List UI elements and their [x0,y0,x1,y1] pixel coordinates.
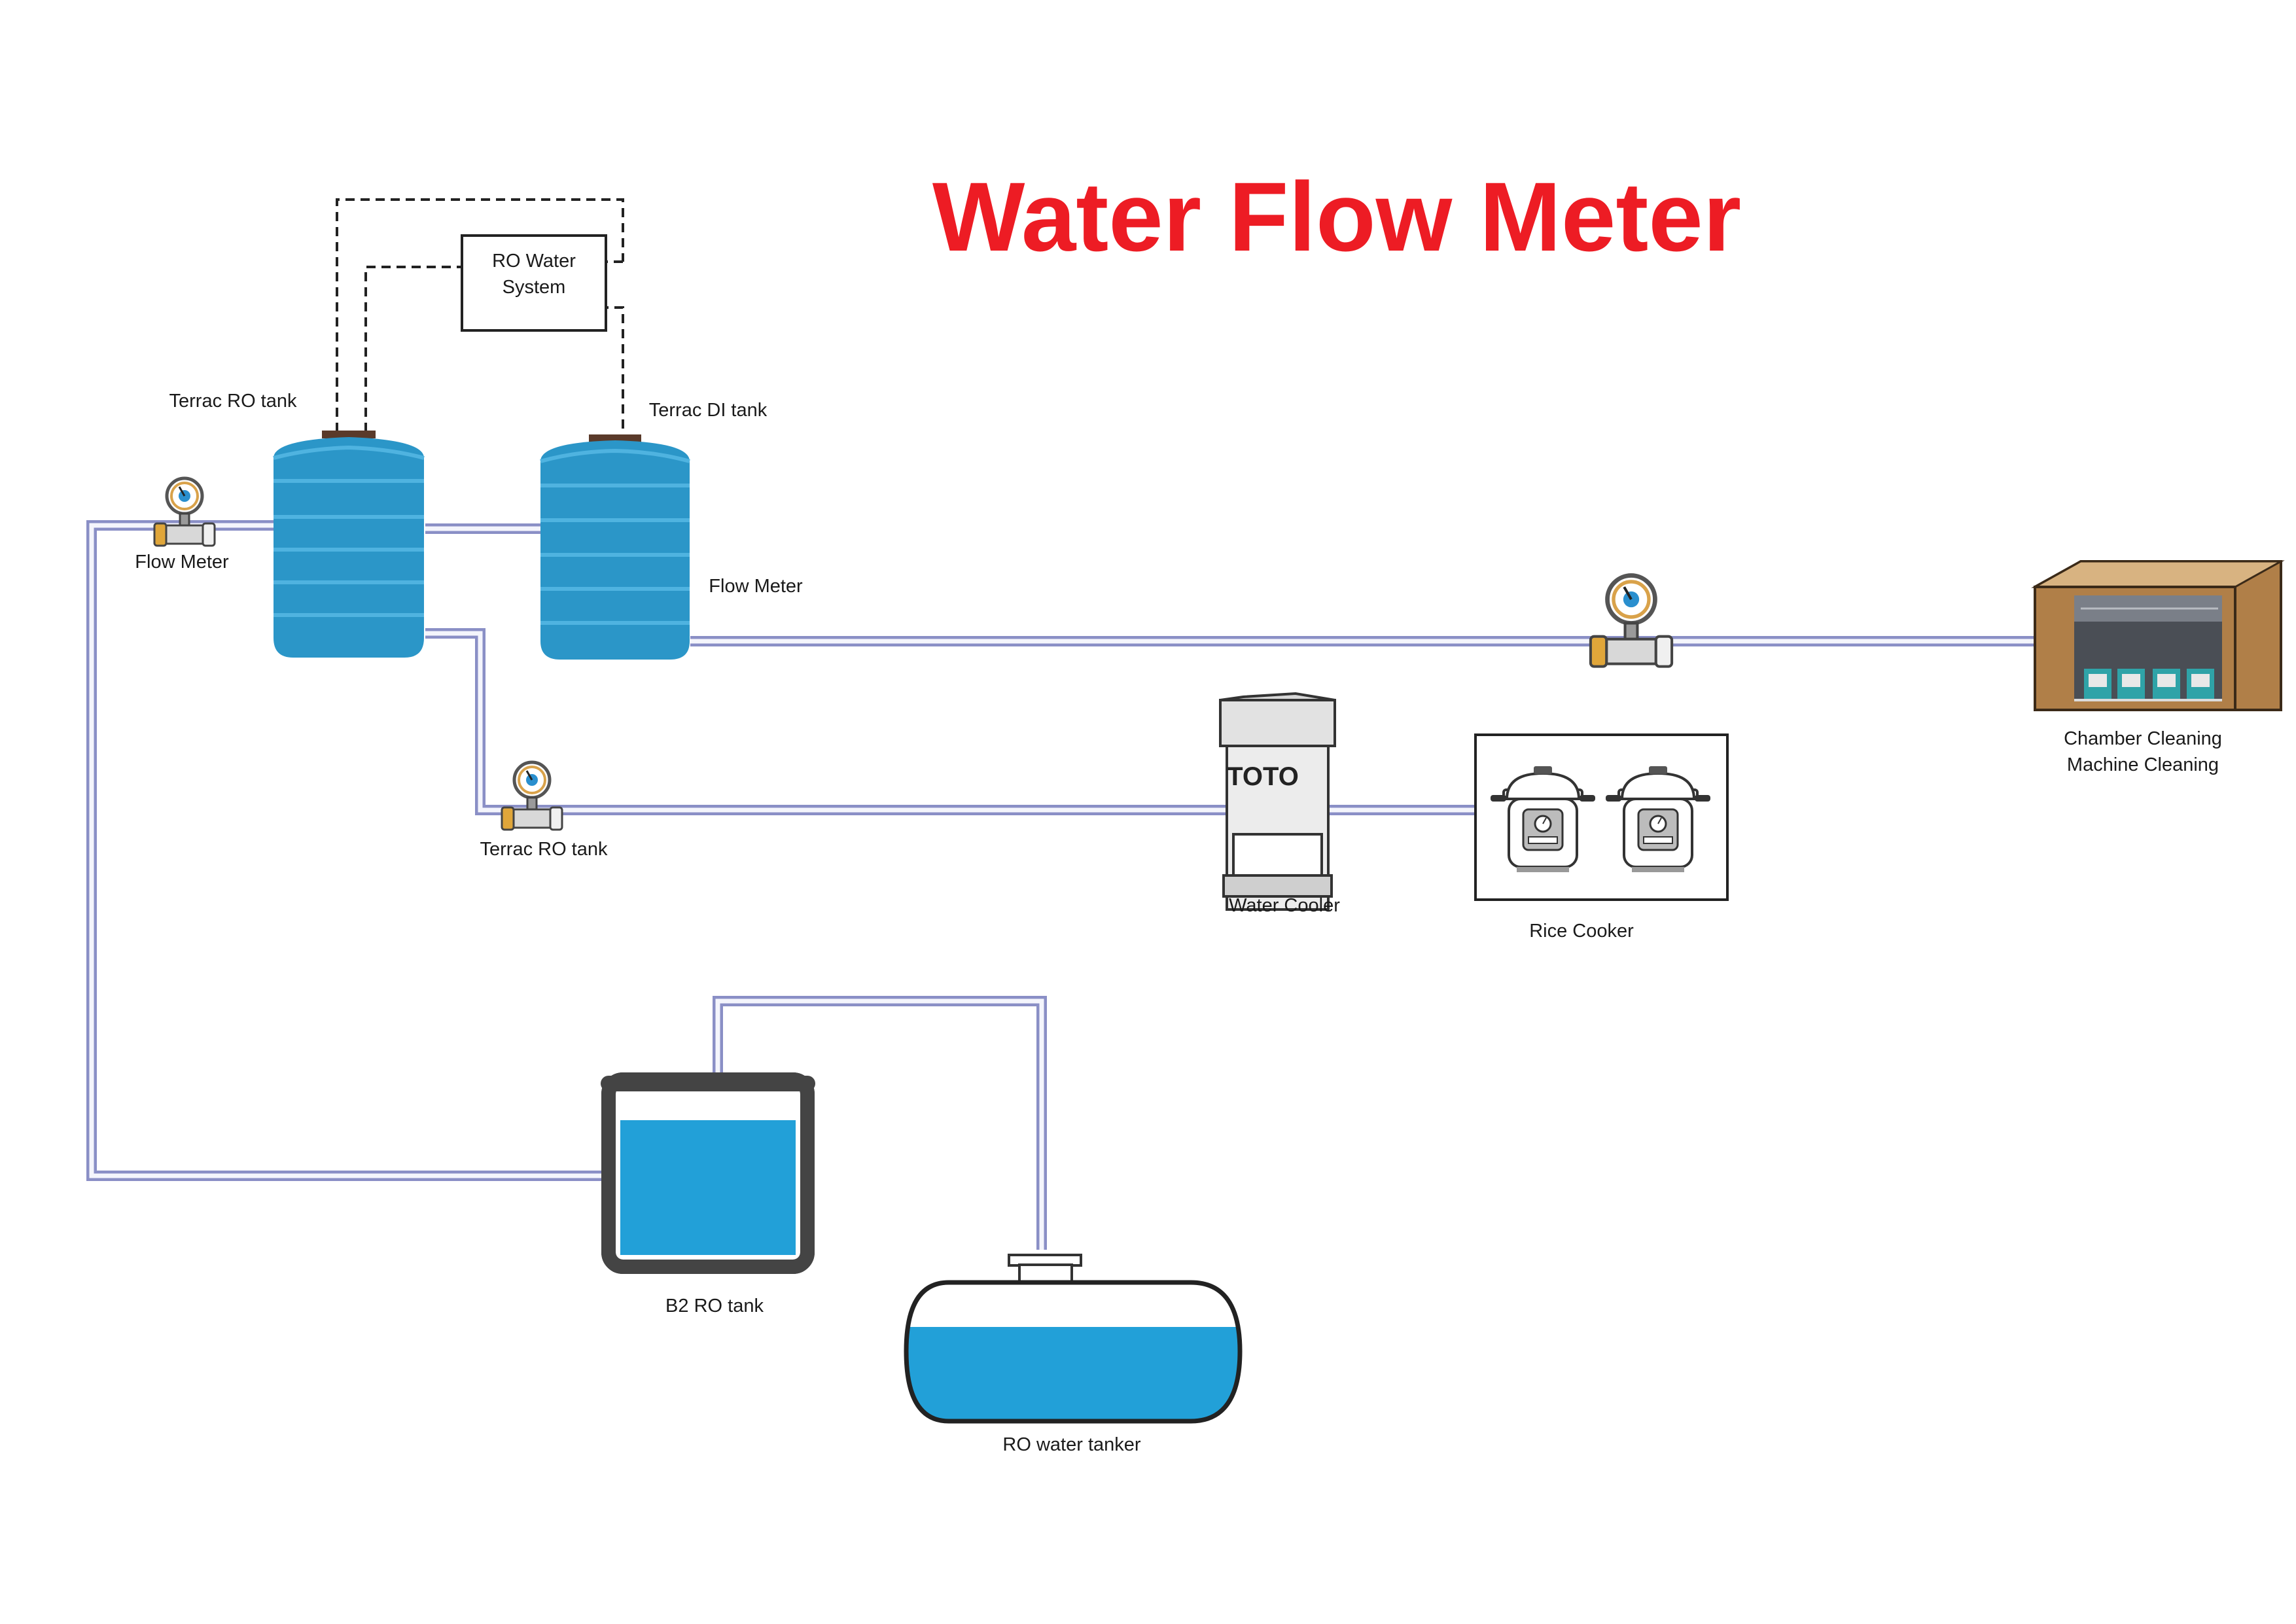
tanker-pipe [713,996,1047,1250]
ro-water-system-box: RO Water System [461,234,607,332]
chamber-label-line1: Chamber Cleaning [2064,728,2222,749]
b2-ro-tank-label: B2 RO tank [665,1296,764,1316]
flow-meter-chamber-gauge [1591,576,1672,667]
chamber-cleaning-cabinet [2031,560,2285,711]
ro-water-tanker-label: RO water tanker [1002,1434,1140,1455]
terrac-ro-tank [273,431,425,658]
flow-meter-right-label: Flow Meter [709,576,803,597]
terrac-ro-tank-label: Terrac RO tank [169,391,297,412]
b2-ro-tank [601,1072,815,1274]
flow-meter-left-label: Flow Meter [135,552,229,573]
ro-system-label-line1: RO Water [492,251,576,272]
rice-cooker-label: Rice Cooker [1529,921,1634,942]
cooler-brand-logo: TOTO [1227,762,1299,791]
terrac-ro-tank-branch-label: Terrac RO tank [480,839,608,860]
ro-water-tanker [904,1254,1243,1424]
terrac-di-tank [540,434,690,660]
water-cooler: TOTO [1219,692,1336,911]
rice-cooker-box [1474,733,1729,901]
diagram-title: Water Flow Meter [932,162,1741,272]
chamber-label-line2: Machine Cleaning [2067,754,2219,775]
ro-system-label-line2: System [503,277,566,298]
flow-meter-left-gauge [154,478,215,546]
terrac-di-tank-label: Terrac DI tank [649,400,768,421]
water-cooler-label: Water Cooler [1229,895,1340,916]
branch-pipe [425,628,1475,815]
flow-meter-branch-gauge [502,762,562,830]
